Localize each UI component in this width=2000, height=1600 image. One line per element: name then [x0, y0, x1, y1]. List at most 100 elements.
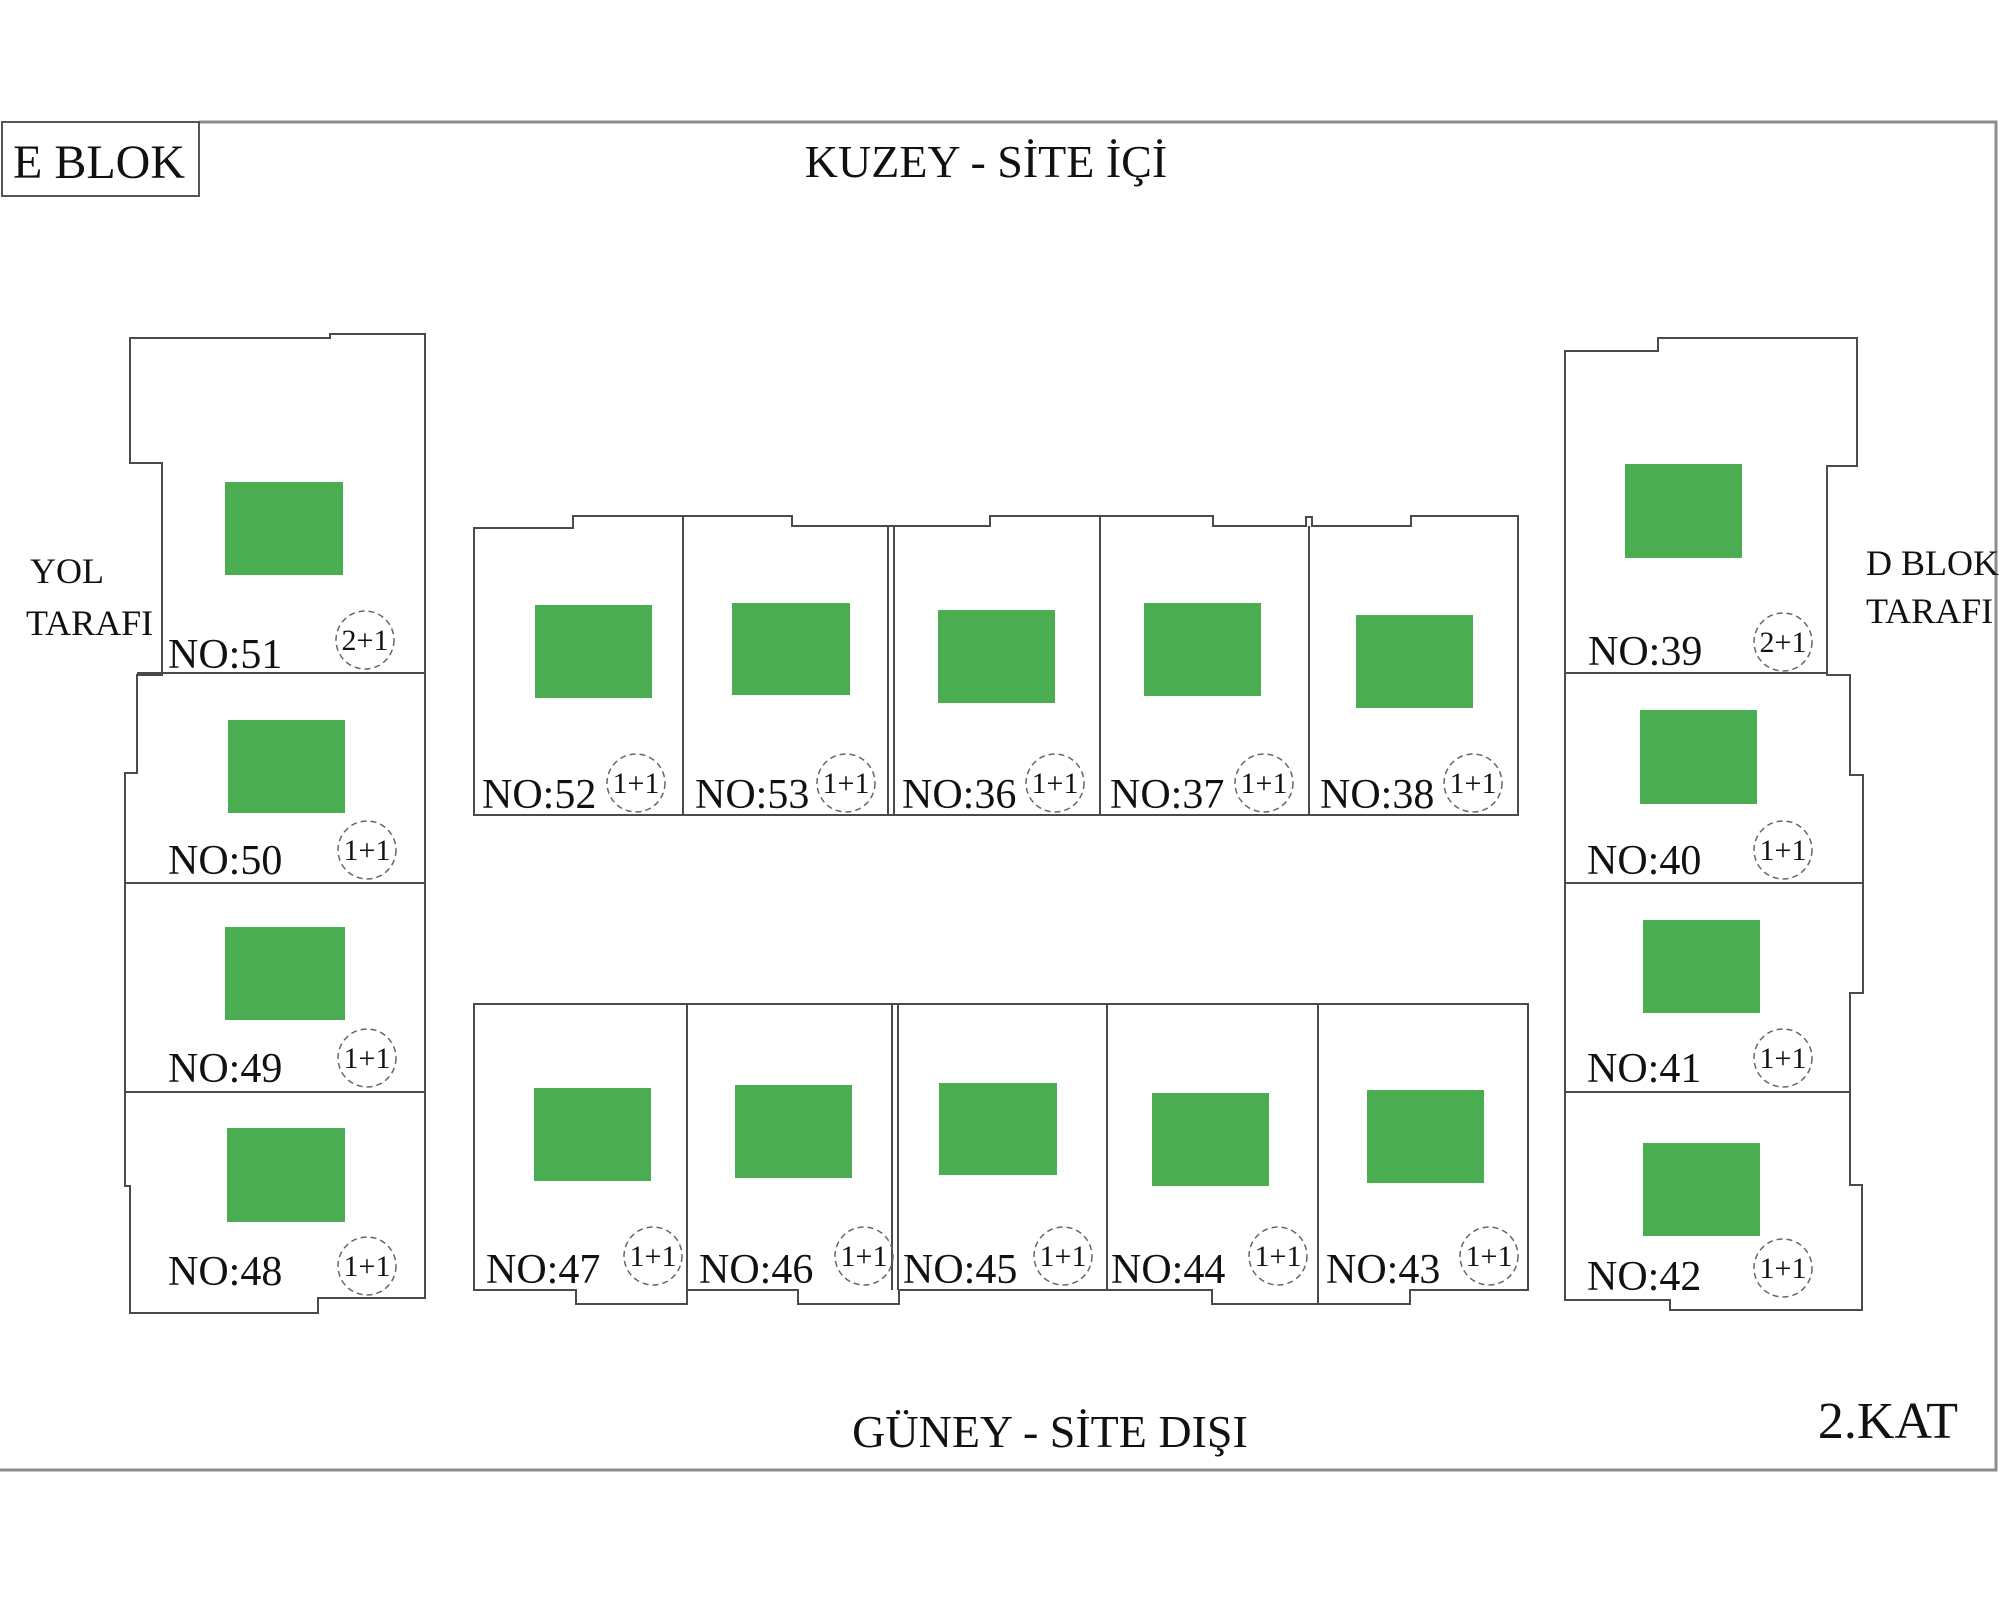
unit-38-type: 1+1 [1450, 767, 1497, 800]
unit-no-38[interactable]: NO:38 1+1 [1320, 615, 1503, 818]
unit-43-type-circle [1459, 1226, 1519, 1286]
unit-39-status-marker [1625, 464, 1742, 558]
unit-41-type: 1+1 [1760, 1042, 1807, 1075]
direction-north-label: KUZEY - SİTE İÇİ [805, 136, 1167, 187]
unit-46-label: NO:46 [699, 1247, 813, 1293]
unit-48-label: NO:48 [168, 1249, 282, 1295]
floor-title: 2.KAT [1818, 1393, 1958, 1450]
unit-39-type-circle [1753, 612, 1813, 672]
unit-47-status-marker [534, 1088, 651, 1181]
unit-47-type-circle [623, 1226, 683, 1286]
unit-52-type-circle [606, 753, 666, 813]
unit-48-type: 1+1 [344, 1250, 391, 1283]
unit-39-type: 2+1 [1760, 626, 1807, 659]
unit-40-status-marker [1640, 710, 1757, 804]
unit-52-status-marker [535, 605, 652, 698]
unit-no-40[interactable]: NO:40 1+1 [1587, 710, 1813, 884]
unit-36-status-marker [938, 610, 1055, 703]
unit-no-46[interactable]: NO:46 1+1 [699, 1085, 894, 1293]
unit-no-49[interactable]: NO:49 1+1 [168, 927, 397, 1092]
unit-49-type: 1+1 [344, 1042, 391, 1075]
direction-east-label-line1: D BLOK [1866, 543, 1999, 583]
unit-50-label: NO:50 [168, 838, 282, 884]
unit-52-label: NO:52 [482, 772, 596, 818]
unit-53-label: NO:53 [695, 772, 809, 818]
unit-52-type: 1+1 [613, 767, 660, 800]
drawing-frame [0, 120, 1998, 1472]
unit-no-50[interactable]: NO:50 1+1 [168, 720, 397, 884]
unit-no-47[interactable]: NO:47 1+1 [486, 1088, 683, 1293]
unit-42-type-circle [1753, 1238, 1813, 1298]
unit-38-type-circle [1443, 753, 1503, 813]
unit-45-type-circle [1033, 1226, 1093, 1286]
unit-42-type: 1+1 [1760, 1252, 1807, 1285]
unit-51-label: NO:51 [168, 632, 282, 678]
block-title-box [1, 121, 200, 197]
unit-45-status-marker [939, 1083, 1057, 1175]
left-wing-outline [124, 333, 426, 1314]
direction-south-label: GÜNEY - SİTE DIŞI [852, 1406, 1248, 1457]
unit-53-type: 1+1 [823, 767, 870, 800]
unit-40-type-circle [1753, 820, 1813, 880]
unit-46-type-circle [834, 1226, 894, 1286]
unit-41-label: NO:41 [1587, 1046, 1701, 1092]
unit-42-status-marker [1643, 1143, 1760, 1236]
unit-45-type: 1+1 [1040, 1240, 1087, 1273]
unit-no-42[interactable]: NO:42 1+1 [1587, 1143, 1813, 1300]
unit-47-label: NO:47 [486, 1247, 600, 1293]
unit-41-status-marker [1643, 920, 1760, 1013]
unit-no-37[interactable]: NO:37 1+1 [1110, 603, 1294, 818]
unit-50-status-marker [228, 720, 345, 813]
unit-51-type-circle [335, 610, 395, 670]
right-wing-outline [1564, 337, 1864, 1311]
unit-43-label: NO:43 [1326, 1247, 1440, 1293]
unit-40-type: 1+1 [1760, 834, 1807, 867]
unit-no-45[interactable]: NO:45 1+1 [903, 1083, 1093, 1293]
unit-40-label: NO:40 [1587, 838, 1701, 884]
unit-47-type: 1+1 [630, 1240, 677, 1273]
unit-48-type-circle [337, 1236, 397, 1296]
unit-42-label: NO:42 [1587, 1254, 1701, 1300]
unit-38-status-marker [1356, 615, 1473, 708]
unit-no-36[interactable]: NO:36 1+1 [902, 610, 1085, 818]
unit-no-53[interactable]: NO:53 1+1 [695, 603, 876, 818]
unit-49-status-marker [225, 927, 345, 1020]
unit-no-43[interactable]: NO:43 1+1 [1326, 1090, 1519, 1293]
unit-49-label: NO:49 [168, 1046, 282, 1092]
block-title: E BLOK [13, 136, 185, 189]
unit-no-39[interactable]: NO:39 2+1 [1588, 464, 1813, 675]
unit-36-type-circle [1025, 753, 1085, 813]
unit-45-label: NO:45 [903, 1247, 1017, 1293]
unit-36-type: 1+1 [1032, 767, 1079, 800]
unit-50-type-circle [337, 820, 397, 880]
unit-no-48[interactable]: NO:48 1+1 [168, 1128, 397, 1296]
unit-46-type: 1+1 [841, 1240, 888, 1273]
unit-44-status-marker [1152, 1093, 1269, 1186]
direction-east-label-line2: TARAFI [1866, 591, 1993, 631]
unit-53-type-circle [816, 753, 876, 813]
unit-no-52[interactable]: NO:52 1+1 [482, 605, 666, 818]
unit-no-41[interactable]: NO:41 1+1 [1587, 920, 1813, 1092]
unit-37-type: 1+1 [1241, 767, 1288, 800]
direction-west-label-line2: TARAFI [26, 603, 153, 643]
unit-no-44[interactable]: NO:44 1+1 [1111, 1093, 1308, 1293]
unit-37-label: NO:37 [1110, 772, 1224, 818]
unit-46-status-marker [735, 1085, 852, 1178]
unit-53-status-marker [732, 603, 850, 695]
unit-37-type-circle [1234, 753, 1294, 813]
unit-44-label: NO:44 [1111, 1247, 1225, 1293]
unit-no-51[interactable]: NO:51 2+1 [168, 482, 395, 678]
direction-west-label-line1: YOL [30, 551, 104, 591]
unit-49-type-circle [337, 1028, 397, 1088]
unit-50-type: 1+1 [344, 834, 391, 867]
unit-51-status-marker [225, 482, 343, 575]
unit-39-label: NO:39 [1588, 629, 1702, 675]
unit-48-status-marker [227, 1128, 345, 1222]
unit-43-type: 1+1 [1466, 1240, 1513, 1273]
unit-44-type: 1+1 [1255, 1240, 1302, 1273]
unit-41-type-circle [1753, 1028, 1813, 1088]
unit-43-status-marker [1367, 1090, 1484, 1183]
unit-36-label: NO:36 [902, 772, 1016, 818]
